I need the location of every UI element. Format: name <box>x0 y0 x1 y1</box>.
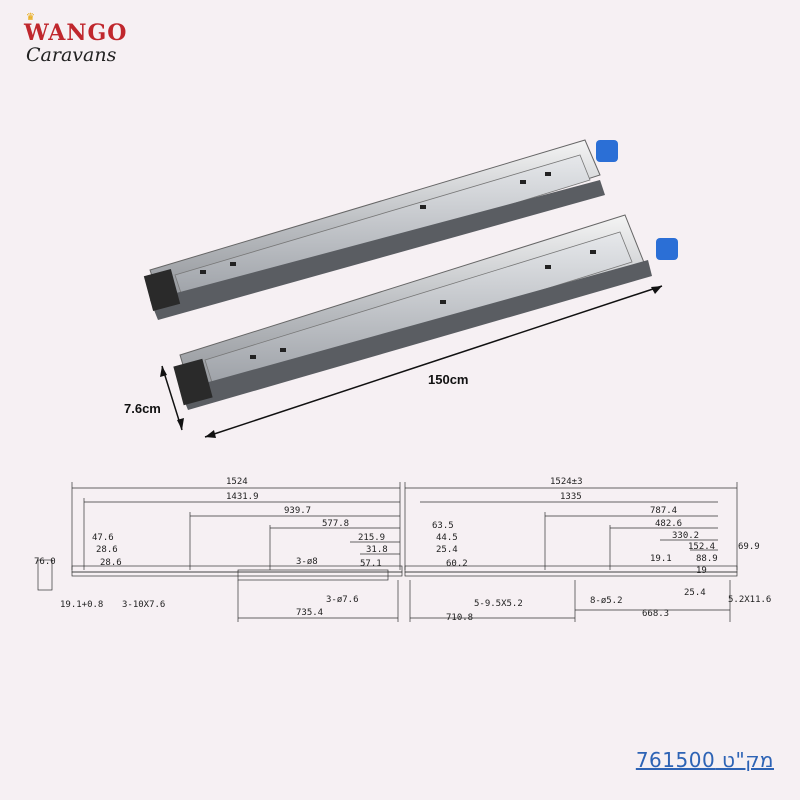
release-lever-icon <box>596 140 618 162</box>
dim-right-14: 19 <box>696 566 707 576</box>
dim-right-20: 668.3 <box>642 609 669 619</box>
height-label: 7.6cm <box>124 401 161 416</box>
slide-front <box>173 214 678 410</box>
dim-right-15: 25.4 <box>684 588 706 598</box>
dim-left-10: 28.6 <box>100 558 122 568</box>
dim-right-10: 25.4 <box>436 545 458 555</box>
brand-line1: WANGO <box>24 20 128 46</box>
brand-line2: Caravans <box>26 44 117 66</box>
dim-right-5: 330.2 <box>672 531 699 541</box>
dim-left-9: 28.6 <box>96 545 118 555</box>
dim-left-15: 3-ø7.6 <box>326 595 359 605</box>
dim-right-12: 19.1 <box>650 554 672 564</box>
dim-right-17: 5-9.5X5.2 <box>474 599 523 609</box>
dim-right-3: 787.4 <box>650 506 677 516</box>
height-arrow <box>161 365 183 431</box>
dim-right-18: 8-ø5.2 <box>590 596 623 606</box>
dim-left-7: 57.1 <box>360 559 382 569</box>
dim-right-2: 1335 <box>560 492 582 502</box>
dim-right-13: 88.9 <box>696 554 718 564</box>
dim-right-9: 44.5 <box>436 533 458 543</box>
dim-left-13: 3-10X7.6 <box>122 600 165 610</box>
dim-right-16: 5.2X11.6 <box>728 595 771 605</box>
dim-right-8: 63.5 <box>432 521 454 531</box>
slide-back <box>143 139 618 320</box>
dim-left-2: 1431.9 <box>226 492 259 502</box>
dim-right-6: 152.4 <box>688 542 715 552</box>
crown-icon: ♛ <box>26 12 35 23</box>
dim-right-7: 69.9 <box>738 542 760 552</box>
release-lever-icon <box>656 238 678 260</box>
dim-right-1: 1524±3 <box>550 477 583 487</box>
product-photo <box>143 139 678 438</box>
dim-left-16: 735.4 <box>296 608 323 618</box>
sku-label: מק"ט 761500 <box>635 748 774 772</box>
length-arrow <box>204 285 663 438</box>
dim-left-4: 577.8 <box>322 519 349 529</box>
dim-left-11: 76.0 <box>34 557 56 567</box>
dim-right-11: 60.2 <box>446 559 468 569</box>
dim-left-8: 47.6 <box>92 533 114 543</box>
dim-right-19: 710.8 <box>446 613 473 623</box>
length-label: 150cm <box>428 372 469 387</box>
dim-left-12: 19.1+0.8 <box>60 600 103 610</box>
dim-left-6: 31.8 <box>366 545 388 555</box>
dim-right-4: 482.6 <box>655 519 682 529</box>
technical-drawing: 1524 1431.9 939.7 577.8 215.9 31.8 57.1 … <box>34 477 771 623</box>
brand-logo: ♛ WANGO Caravans <box>22 12 132 68</box>
dim-left-1: 1524 <box>226 477 248 487</box>
dim-left-3: 939.7 <box>284 506 311 516</box>
dim-left-5: 215.9 <box>358 533 385 543</box>
dim-left-14: 3-ø8 <box>296 557 318 567</box>
